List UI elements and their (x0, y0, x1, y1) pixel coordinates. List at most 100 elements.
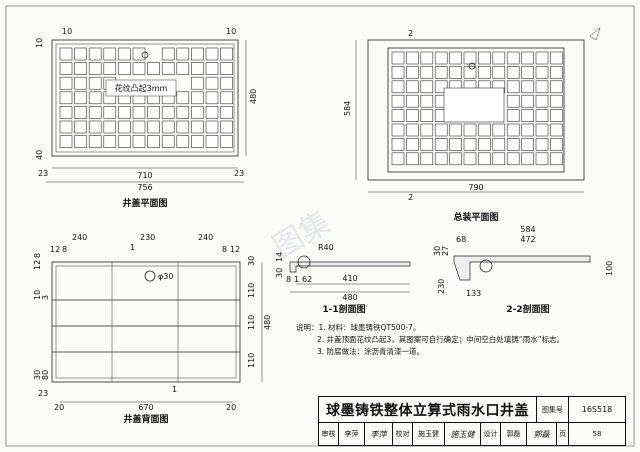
grid-cell (59, 47, 73, 61)
section2-title: 2-2剖面图 (506, 303, 549, 315)
review-label: 审核 (319, 423, 339, 445)
grid-cell (74, 76, 87, 90)
grid-cell (506, 109, 520, 122)
section2-dim-584: 584 (520, 225, 535, 234)
grid-cell (506, 80, 520, 94)
grid-cell (88, 120, 102, 134)
grid-cell (521, 80, 534, 94)
grid-cell (191, 135, 204, 148)
grid-cell (118, 120, 131, 134)
grid-cell (420, 123, 434, 137)
section2-dim-230: 230 (437, 279, 446, 294)
grid-cell (492, 66, 506, 79)
back-dim-480: 480 (263, 315, 272, 330)
grid-cell (118, 135, 131, 148)
grid-cell (506, 152, 520, 166)
grid-cell (550, 152, 563, 166)
back-dim-240-left: 240 (72, 233, 87, 242)
back-view: φ30 240 230 240 12 8 8 12 8 12 10 3 30 1… (33, 233, 272, 425)
notes-heading: 说明： (296, 323, 319, 332)
assembly-grid (391, 51, 563, 166)
grid-cell (103, 106, 117, 119)
grid-cell (161, 47, 175, 61)
grid-cell (550, 138, 563, 151)
grid-cell (449, 123, 462, 137)
grid-cell (118, 62, 131, 75)
grid-cell (59, 76, 73, 90)
designer-signature: 郭磊 (527, 423, 557, 445)
title-block-set-number: 16S518 (569, 397, 625, 423)
back-dim-20-right: 20 (226, 403, 236, 412)
grid-cell (434, 51, 448, 65)
grid-cell (74, 62, 87, 75)
grid-cell (521, 66, 534, 79)
grid-cell (434, 123, 448, 137)
grid-cell (492, 138, 506, 151)
grid-cell (161, 120, 175, 134)
grid-cell (463, 66, 477, 79)
grid-cell (492, 152, 506, 166)
grid-cell (391, 80, 405, 94)
grid-cell (550, 123, 563, 137)
back-dim-30b: 30 (33, 370, 42, 380)
back-dim-3: 3 (41, 295, 50, 300)
section1-hole (297, 255, 311, 269)
grid-cell (220, 47, 233, 61)
reviewer: 李萍 (339, 423, 365, 445)
plan-dim-10-left: 10 (35, 38, 44, 48)
grid-cell (220, 120, 233, 134)
grid-cell (220, 106, 233, 119)
design-label: 设计 (481, 423, 501, 445)
section1-dim-480: 480 (342, 293, 357, 302)
back-dim-12c: 12 (33, 260, 42, 270)
grid-cell (191, 76, 204, 90)
assembly-frame (367, 39, 585, 181)
grid-cell (132, 47, 146, 61)
grid-cell (391, 123, 405, 137)
grid-cell (220, 135, 233, 148)
grid-cell (463, 152, 477, 166)
grid-cell (205, 135, 219, 148)
grid-cell (434, 66, 448, 79)
grid-cell (521, 94, 534, 108)
grid-cell (521, 152, 534, 166)
back-dim-10: 10 (33, 290, 42, 300)
grid-cell (406, 80, 419, 94)
grid-cell (406, 51, 419, 65)
grid-cell (176, 91, 190, 105)
grid-cell (88, 62, 102, 75)
assembly-dim-790: 790 (468, 183, 483, 192)
roughness-symbol (589, 27, 601, 41)
grid-cell (535, 123, 549, 137)
assembly-blank-center (443, 87, 505, 123)
grid-cell (521, 109, 534, 122)
plan-dim-710: 710 (137, 171, 152, 180)
grid-cell (434, 152, 448, 166)
plan-lift-hole (141, 51, 149, 59)
note-3: 3. 防腐做法：涂沥青清漆一道。 (317, 347, 425, 356)
grid-cell (550, 51, 563, 65)
grid-cell (406, 138, 419, 151)
grid-cell (88, 47, 102, 61)
grid-cell (205, 62, 219, 75)
back-dim-20-left: 20 (54, 403, 64, 412)
grid-cell (463, 51, 477, 65)
page-label: 页 (557, 423, 569, 445)
back-dim-230: 230 (140, 233, 155, 242)
section2-dim-133: 133 (466, 289, 481, 298)
grid-cell (132, 62, 146, 75)
section2-dim-472: 472 (520, 235, 535, 244)
back-dim-12b: 12 (230, 245, 240, 254)
back-dim-80: 80 (41, 370, 50, 380)
grid-cell (449, 152, 462, 166)
grid-cell (391, 51, 405, 65)
grid-cell (205, 76, 219, 90)
grid-cell (59, 135, 73, 148)
grid-cell (535, 138, 549, 151)
section2-profile (453, 255, 591, 281)
section1-title: 1-1剖面图 (322, 303, 365, 315)
grid-cell (147, 62, 160, 75)
grid-cell (161, 135, 175, 148)
grid-cell (59, 91, 73, 105)
